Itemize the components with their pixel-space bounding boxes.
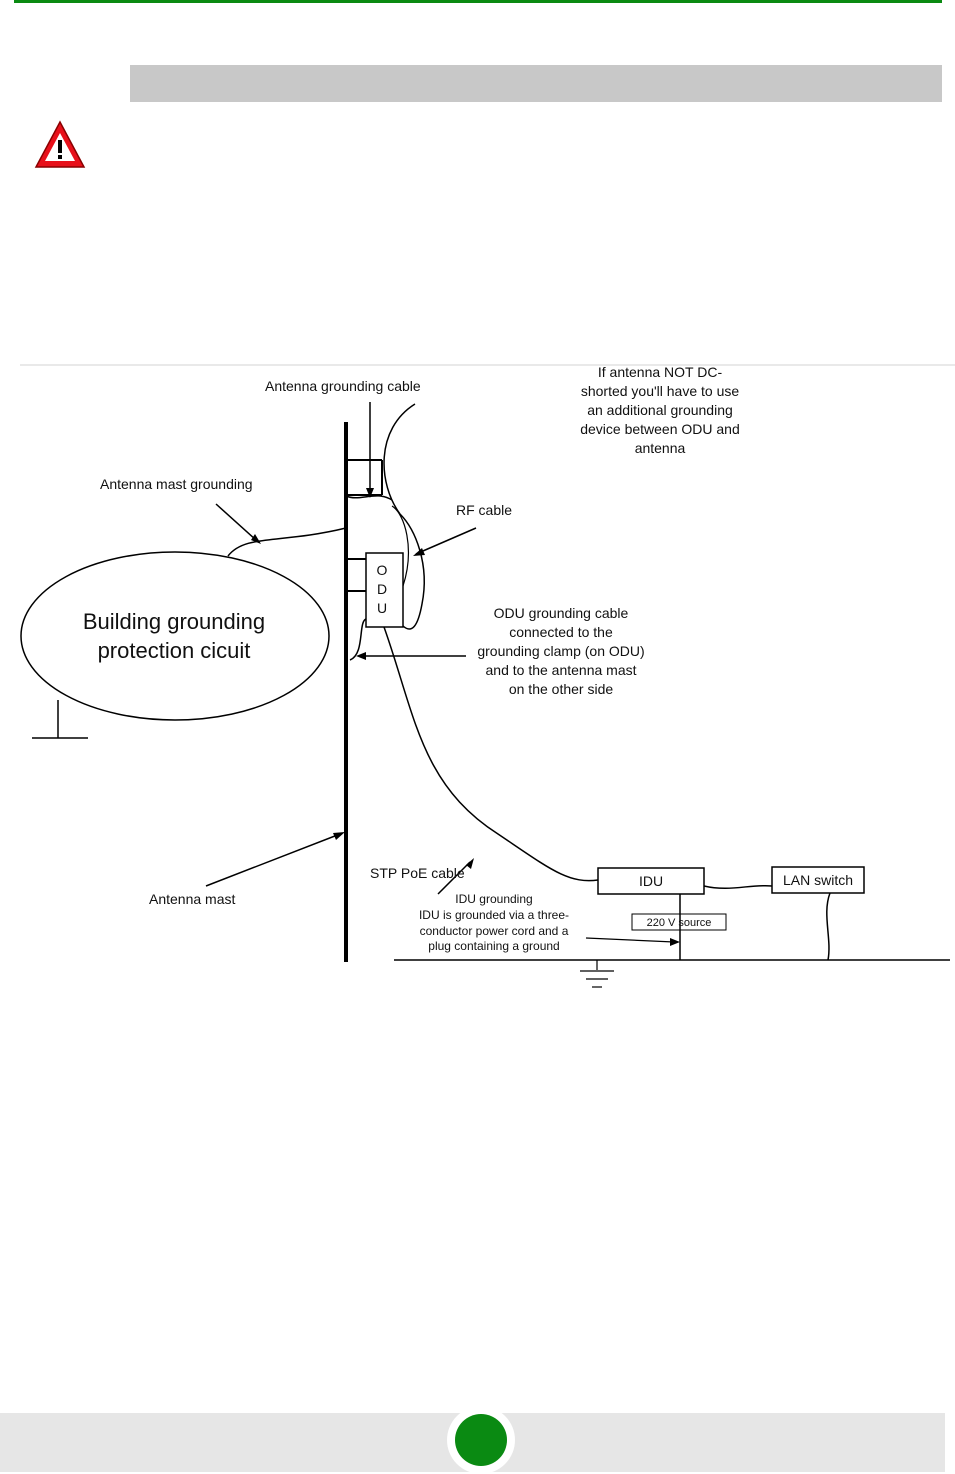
diagram-label: device between ODU and <box>580 421 740 437</box>
green-circle-badge-icon <box>455 1414 507 1466</box>
label-lan-switch: LAN switch <box>783 872 853 888</box>
label-antenna-mast-grounding: Antenna mast grounding <box>100 476 253 492</box>
idu-box <box>597 867 705 895</box>
odu-box <box>365 552 404 628</box>
label-idu: IDU <box>639 873 663 889</box>
label-odu-o: O <box>377 562 388 578</box>
label-odu-u: U <box>377 600 387 616</box>
label-dc-note: If antenna NOT DC- <box>598 364 723 380</box>
diagram-label: IDU is grounded via a three- <box>419 908 569 922</box>
power-source-box <box>631 913 727 931</box>
antenna-dish <box>383 403 416 515</box>
diagram-label: connected to the <box>509 624 613 640</box>
label-220v-source: 220 V source <box>647 917 712 929</box>
label-stp-poe-cable: STP PoE cable <box>370 865 465 881</box>
label-odu-d: D <box>377 581 387 597</box>
label-building-grounding: Building grounding <box>83 609 265 634</box>
diagram-label: conductor power cord and a <box>420 924 569 938</box>
section-heading-bar <box>130 65 942 102</box>
diagram-label: grounding clamp (on ODU) <box>477 643 644 659</box>
diagram-label: plug containing a ground <box>428 939 559 953</box>
diagram-label: antenna <box>635 440 686 456</box>
label-idu-grounding: IDU grounding <box>455 892 532 906</box>
top-green-rule <box>14 0 942 3</box>
label-odu-grounding-cable: ODU grounding cable <box>494 605 629 621</box>
building-grounding-ellipse <box>20 551 330 721</box>
diagram-label: shorted you'll have to use <box>581 383 740 399</box>
diagram-label: on the other side <box>509 681 614 697</box>
lan-switch-box <box>771 866 865 894</box>
grounding-diagram: Antenna grounding cable If antenna NOT D… <box>20 364 955 994</box>
diagram-label: an additional grounding <box>587 402 733 418</box>
diagram-label: and to the antenna mast <box>486 662 637 678</box>
label-antenna-grounding-cable: Antenna grounding cable <box>265 378 421 394</box>
diagram-label: protection cicuit <box>98 638 251 663</box>
label-antenna-mast: Antenna mast <box>149 891 235 907</box>
warning-triangle-icon <box>34 120 86 170</box>
label-rf-cable: RF cable <box>456 502 512 518</box>
